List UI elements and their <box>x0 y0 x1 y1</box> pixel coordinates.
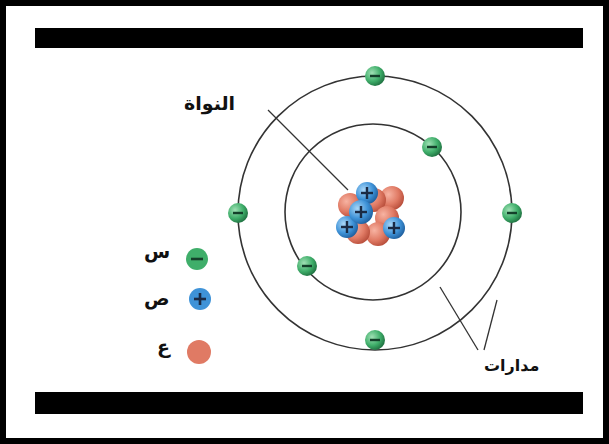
inner-orbit <box>285 124 461 300</box>
legend-swatch <box>186 339 212 365</box>
legend-text: س <box>144 240 170 263</box>
leader-line <box>484 300 497 350</box>
orbits-label: مدارات <box>484 356 539 375</box>
legend-text: ع <box>157 335 170 358</box>
top-bar <box>35 28 583 48</box>
legend-swatch <box>187 286 213 312</box>
outer-orbit <box>238 76 512 350</box>
bottom-bar <box>35 392 583 414</box>
leader-line <box>440 287 478 350</box>
nucleus-label: النواة <box>184 92 235 115</box>
legend-swatch <box>184 246 210 272</box>
legend-text: ص <box>144 287 170 310</box>
nucleus <box>336 182 405 246</box>
electrons <box>228 66 522 350</box>
leader-line <box>268 110 348 190</box>
